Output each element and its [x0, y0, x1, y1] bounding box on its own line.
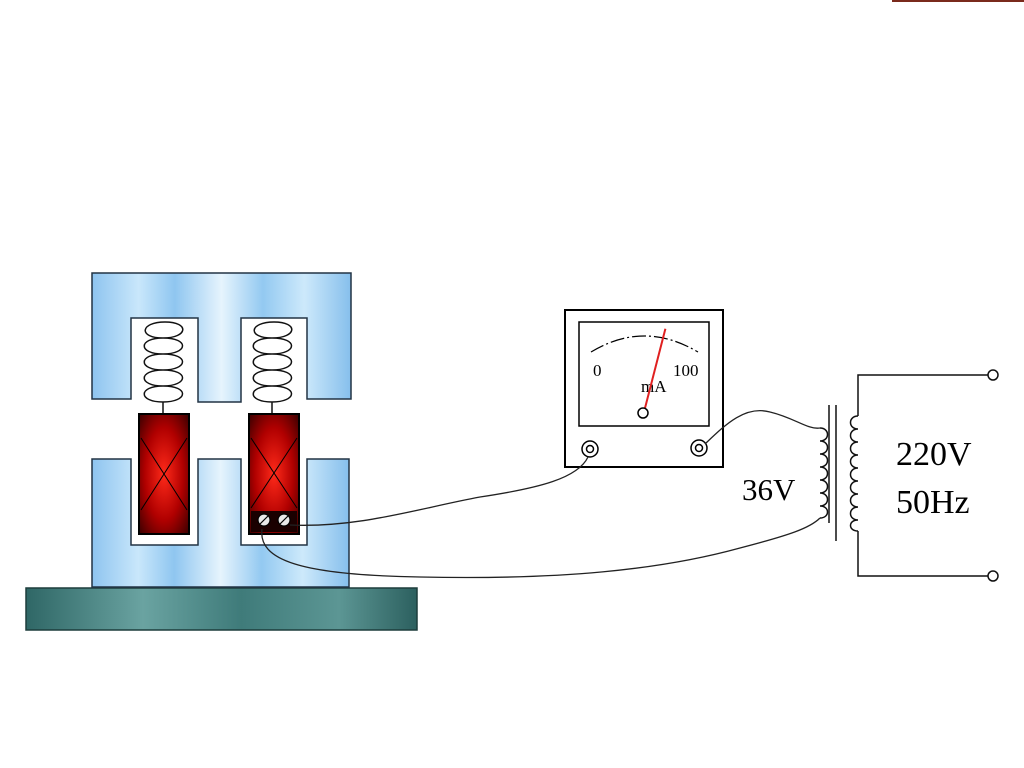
wire-meter-to-transformer: [704, 410, 821, 445]
primary-terminal-top: [987, 369, 999, 381]
primary-winding: [849, 415, 859, 532]
meter-needle: [643, 328, 667, 413]
primary-voltage-label: 220V: [896, 436, 972, 473]
primary-lead-bottom: [857, 531, 988, 577]
wire-coil-to-transformer: [261, 517, 821, 579]
meter-right-terminal: [690, 439, 708, 457]
right-coil: [248, 413, 300, 535]
meter-pivot: [637, 407, 649, 419]
primary-frequency-label: 50Hz: [896, 484, 970, 521]
meter-unit-label: mA: [641, 377, 667, 396]
corner-accent-bar: [892, 0, 1024, 2]
meter-scale-min: 0: [593, 361, 602, 380]
meter-scale-max: 100: [673, 361, 699, 380]
wire-coil-to-meter: [289, 456, 589, 526]
milliammeter: 0 100 mA: [564, 309, 724, 468]
secondary-winding: [819, 427, 829, 519]
meter-scale-arc: [590, 335, 699, 353]
base-plate: [25, 587, 418, 631]
upper-yoke: [91, 272, 352, 403]
left-spring: [143, 321, 184, 414]
left-coil: [138, 413, 190, 535]
meter-left-terminal: [581, 440, 599, 458]
secondary-voltage-label: 36V: [742, 472, 796, 507]
primary-lead-top: [857, 374, 988, 416]
right-spring: [252, 321, 293, 414]
transformer: [819, 369, 999, 582]
lower-yoke: [91, 458, 350, 588]
primary-terminal-bottom: [987, 570, 999, 582]
coil-terminal-screws: [257, 513, 291, 527]
